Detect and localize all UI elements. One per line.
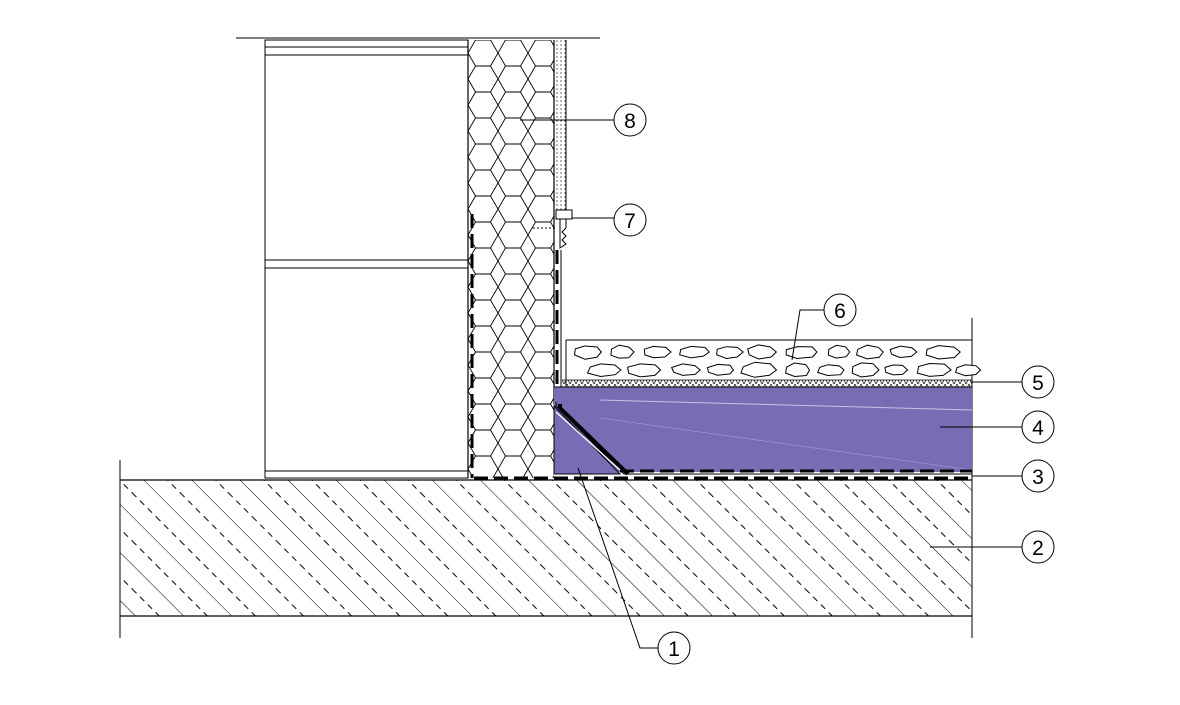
callout-6: 6 [823,293,857,327]
gravel-stone [627,363,662,378]
gravel-stone [889,345,918,359]
gravel-stone [851,362,880,378]
gravel-stone [679,345,711,359]
callout-label-1: 1 [668,638,680,661]
gravel-stone [954,364,982,377]
gravel-stone [916,362,952,377]
gravel-stone [784,362,811,378]
callout-label-7: 7 [624,210,636,233]
callout-1: 1 [657,631,691,665]
callout-2: 2 [1021,530,1055,564]
gravel-stone [706,363,735,376]
gravel-stone [785,346,818,360]
callout-4: 4 [1021,410,1055,444]
callout-label-4: 4 [1032,417,1044,440]
separation-layer [562,339,972,387]
gravel-stone [817,364,845,377]
wall-insulation [467,40,555,478]
callout-7: 7 [613,203,647,237]
gravel-stone [586,363,622,378]
vertical-membrane [470,214,562,478]
callout-label-3: 3 [1032,466,1044,489]
gravel-stone [827,344,851,359]
gravel-stone [740,361,778,378]
callout-3: 3 [1021,459,1055,493]
concrete-slab [119,318,973,638]
gravel-stone [855,344,884,360]
gravel-stone [573,345,602,360]
gravel-stone [747,344,778,360]
callout-label-8: 8 [624,110,636,133]
gravel-stone [716,346,744,360]
callout-label-6: 6 [834,300,846,323]
callout-8: 8 [613,103,647,137]
gravel-stone [610,344,635,359]
gravel-ballast [573,344,982,378]
callout-leaders [520,119,1022,649]
render-layer [556,40,567,210]
callout-label-5: 5 [1032,372,1044,395]
gravel-stone [670,363,701,376]
gravel-stone [925,345,961,360]
gravel-stone [884,364,909,376]
termination-bar [533,209,573,249]
horizontal-membrane [474,402,972,480]
callout-label-2: 2 [1032,537,1044,560]
callout-5: 5 [1021,365,1055,399]
gravel-stone [643,345,672,359]
